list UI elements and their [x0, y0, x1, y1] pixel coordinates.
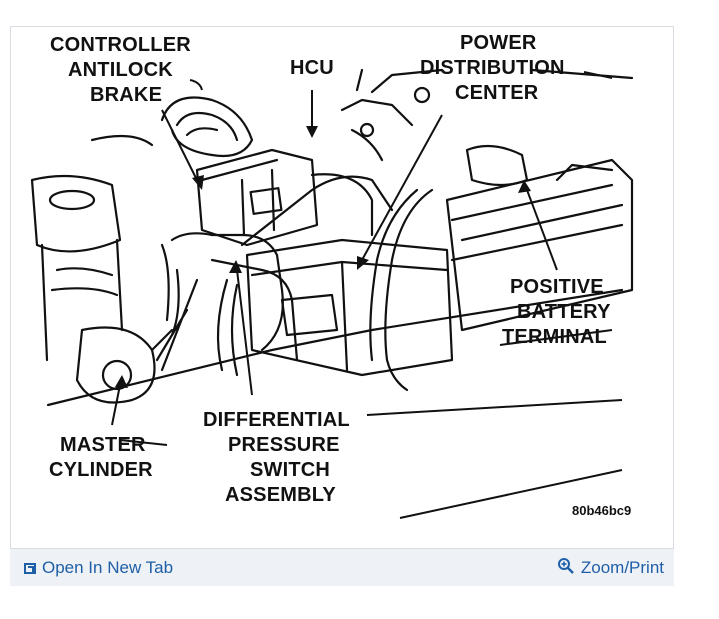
open-in-new-tab-icon — [24, 563, 36, 574]
label-center: CENTER — [455, 82, 539, 104]
leader-lines — [111, 71, 623, 519]
label-distribution: DISTRIBUTION — [420, 57, 565, 79]
master-cylinder-shape — [75, 326, 156, 404]
engine-diagram: CONTROLLER ANTILOCK BRAKE HCU POWER DIST… — [12, 30, 670, 550]
label-battery: BATTERY — [517, 301, 611, 323]
label-master: MASTER — [60, 434, 146, 456]
battery-cable — [384, 188, 434, 392]
reservoir-cap — [48, 189, 96, 211]
pdc-box — [245, 238, 454, 377]
zoom-print-link[interactable]: Zoom/Print — [557, 557, 664, 578]
label-switch: SWITCH — [250, 459, 331, 481]
figure-code: 80b46bc9 — [572, 503, 632, 518]
engine-line-art — [30, 68, 634, 519]
label-terminal: TERMINAL — [502, 326, 607, 348]
zoom-icon — [557, 557, 574, 574]
label-assembly: ASSEMBLY — [225, 484, 336, 506]
image-footer: Open In New Tab Zoom/Print — [10, 548, 674, 586]
label-cylinder: CYLINDER — [49, 459, 153, 481]
label-antilock: ANTILOCK — [68, 59, 173, 81]
zoom-print-label: Zoom/Print — [580, 557, 664, 577]
label-differential: DIFFERENTIAL — [203, 409, 350, 431]
arrowheads — [115, 126, 531, 388]
open-new-tab-label: Open In New Tab — [42, 557, 174, 577]
open-new-tab-link[interactable]: Open In New Tab — [24, 558, 173, 578]
label-controller: CONTROLLER — [50, 34, 191, 56]
hcu-block — [195, 148, 319, 247]
label-pressure: PRESSURE — [228, 434, 340, 456]
label-hcu: HCU — [290, 57, 334, 79]
reservoir-body — [30, 174, 122, 253]
label-positive: POSITIVE — [510, 276, 604, 298]
battery-terminal-cover — [465, 144, 529, 187]
label-power: POWER — [460, 32, 537, 54]
label-brake: BRAKE — [90, 84, 163, 106]
